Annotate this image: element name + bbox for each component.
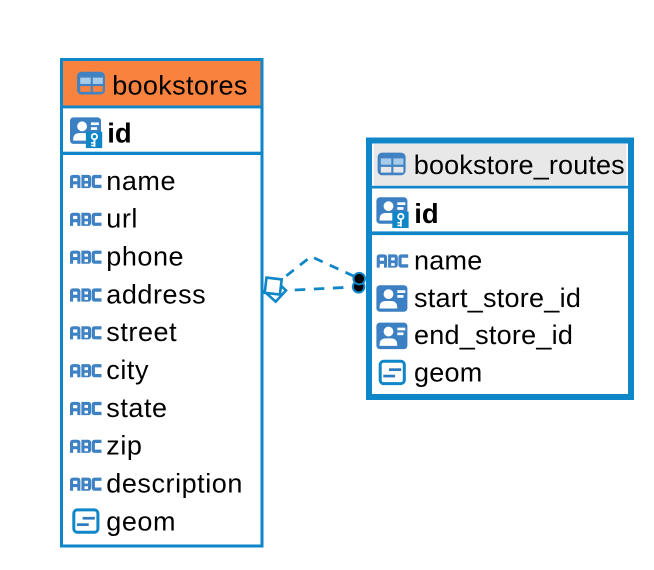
svg-text:city: city	[106, 355, 149, 385]
svg-text:phone: phone	[106, 242, 184, 272]
svg-text:address: address	[106, 279, 206, 309]
svg-text:zip: zip	[106, 431, 142, 461]
svg-text:name: name	[106, 166, 176, 196]
svg-text:bookstore_routes: bookstore_routes	[414, 150, 625, 180]
svg-text:street: street	[106, 317, 177, 347]
svg-text:description: description	[106, 469, 243, 499]
svg-text:bookstores: bookstores	[112, 71, 248, 101]
svg-text:id: id	[107, 118, 131, 149]
svg-text:end_store_id: end_store_id	[414, 320, 573, 350]
svg-text:id: id	[414, 198, 438, 229]
svg-text:start_store_id: start_store_id	[414, 283, 581, 313]
svg-text:url: url	[106, 204, 138, 234]
svg-text:state: state	[106, 393, 167, 423]
svg-text:name: name	[414, 245, 483, 275]
svg-text:geom: geom	[414, 358, 483, 388]
svg-text:geom: geom	[106, 506, 176, 536]
